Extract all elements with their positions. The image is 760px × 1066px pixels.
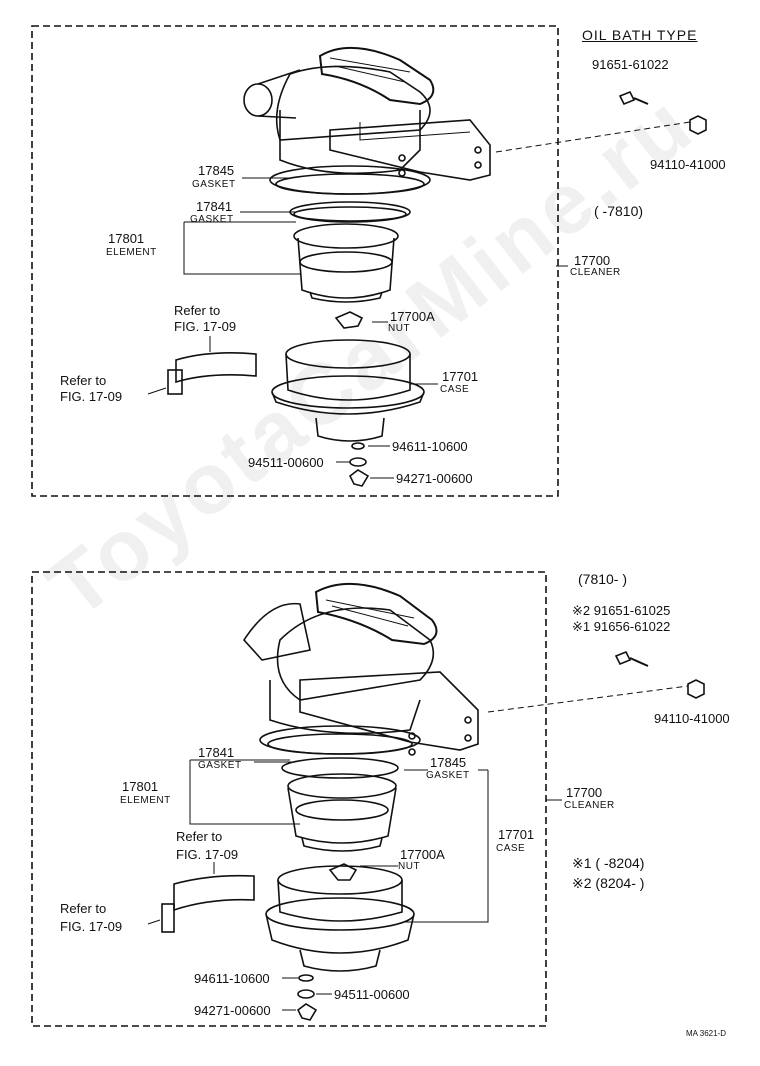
top-case-name: CASE [440, 384, 470, 395]
bottom-refer-2-line-1: Refer to [60, 901, 107, 916]
top-assembly-frame [31, 25, 559, 497]
bottom-nut-number: 17700A [400, 847, 445, 862]
bottom-cleaner-number: 17700 [566, 785, 603, 800]
top-gasket-17841-name: GASKET [190, 214, 234, 225]
top-cleaner-number: 17700 [574, 253, 611, 268]
bottom-leader-lines [147, 759, 562, 1011]
bottom-case [265, 865, 415, 972]
bottom-bolt-2-part-number: ※2 91651-61025 [572, 603, 671, 618]
top-gasket-17841-number: 17841 [196, 199, 233, 214]
top-seal-part-number: 94511-00600 [248, 455, 324, 470]
top-cleaner-name: CLEANER [570, 267, 621, 278]
bottom-wing-nut-part-number: 94271-00600 [194, 1003, 271, 1018]
top-refer-2-line-2: FIG. 17-09 [60, 389, 123, 404]
bottom-element [287, 773, 397, 852]
bottom-gasket-17841-number: 17841 [198, 745, 235, 760]
top-nut-bracket-part-number: 94110-41000 [650, 157, 726, 172]
top-bolt-part-number: 91651-61022 [592, 57, 669, 72]
top-element [293, 223, 399, 303]
bottom-bolt-1-part-number: ※1 91656-61022 [572, 619, 671, 634]
bottom-case-name: CASE [496, 843, 526, 854]
top-bolt-and-nut [495, 90, 707, 153]
bottom-refer-2-line-2: FIG. 17-09 [60, 919, 123, 934]
bottom-assembly-frame [31, 571, 547, 1027]
bottom-element-number: 17801 [122, 779, 159, 794]
top-nut-part [334, 311, 364, 329]
top-band [167, 352, 257, 395]
top-element-number: 17801 [108, 231, 145, 246]
bottom-gasket-17845-number: 17845 [430, 755, 467, 770]
top-element-name: ELEMENT [106, 247, 157, 258]
top-case [271, 339, 425, 442]
bottom-cleaner-name: CLEANER [564, 800, 615, 811]
top-refer-2-line-1: Refer to [60, 373, 107, 388]
note-2: ※2 (8204- ) [572, 875, 645, 891]
top-refer-1-line-1: Refer to [174, 303, 221, 318]
bottom-band [161, 874, 255, 933]
bottom-gasket-rings [259, 725, 421, 779]
bottom-refer-1-line-2: FIG. 17-09 [176, 847, 239, 862]
top-gasket-17845-number: 17845 [198, 163, 235, 178]
bottom-element-name: ELEMENT [120, 795, 171, 806]
top-leader-lines [147, 177, 568, 479]
bottom-nut-part [328, 863, 358, 881]
oil-bath-type-heading: OIL BATH TYPE [582, 27, 698, 43]
top-gasket-17845-name: GASKET [192, 179, 236, 190]
top-gasket-rings [269, 165, 431, 223]
bottom-refer-1-line-1: Refer to [176, 829, 223, 844]
bottom-case-number: 17701 [498, 827, 535, 842]
bottom-air-cleaner-housing [242, 583, 479, 756]
bottom-washer-part-number: 94611-10600 [194, 971, 270, 986]
top-wing-nut-part-number: 94271-00600 [396, 471, 473, 486]
top-nut-number: 17700A [390, 309, 435, 324]
bottom-gasket-17845-name: GASKET [426, 770, 470, 781]
top-refer-1-line-2: FIG. 17-09 [174, 319, 237, 334]
bottom-seal-part-number: 94511-00600 [334, 987, 410, 1002]
bottom-bolt-and-nut [487, 650, 705, 713]
bottom-fasteners [296, 974, 318, 1021]
bottom-period-label: (7810- ) [578, 571, 628, 587]
top-fasteners [348, 442, 370, 487]
figure-code: MA 3621-D [686, 1029, 727, 1038]
bottom-nut-name: NUT [398, 861, 421, 872]
top-air-cleaner-housing [243, 47, 491, 181]
top-washer-part-number: 94611-10600 [392, 439, 468, 454]
bottom-nut-bracket-part-number: 94110-41000 [654, 711, 730, 726]
top-period-label: ( -7810) [594, 203, 644, 219]
bottom-gasket-17841-name: GASKET [198, 760, 242, 771]
note-1: ※1 ( -8204) [572, 855, 645, 871]
top-nut-name: NUT [388, 323, 411, 334]
top-case-number: 17701 [442, 369, 479, 384]
